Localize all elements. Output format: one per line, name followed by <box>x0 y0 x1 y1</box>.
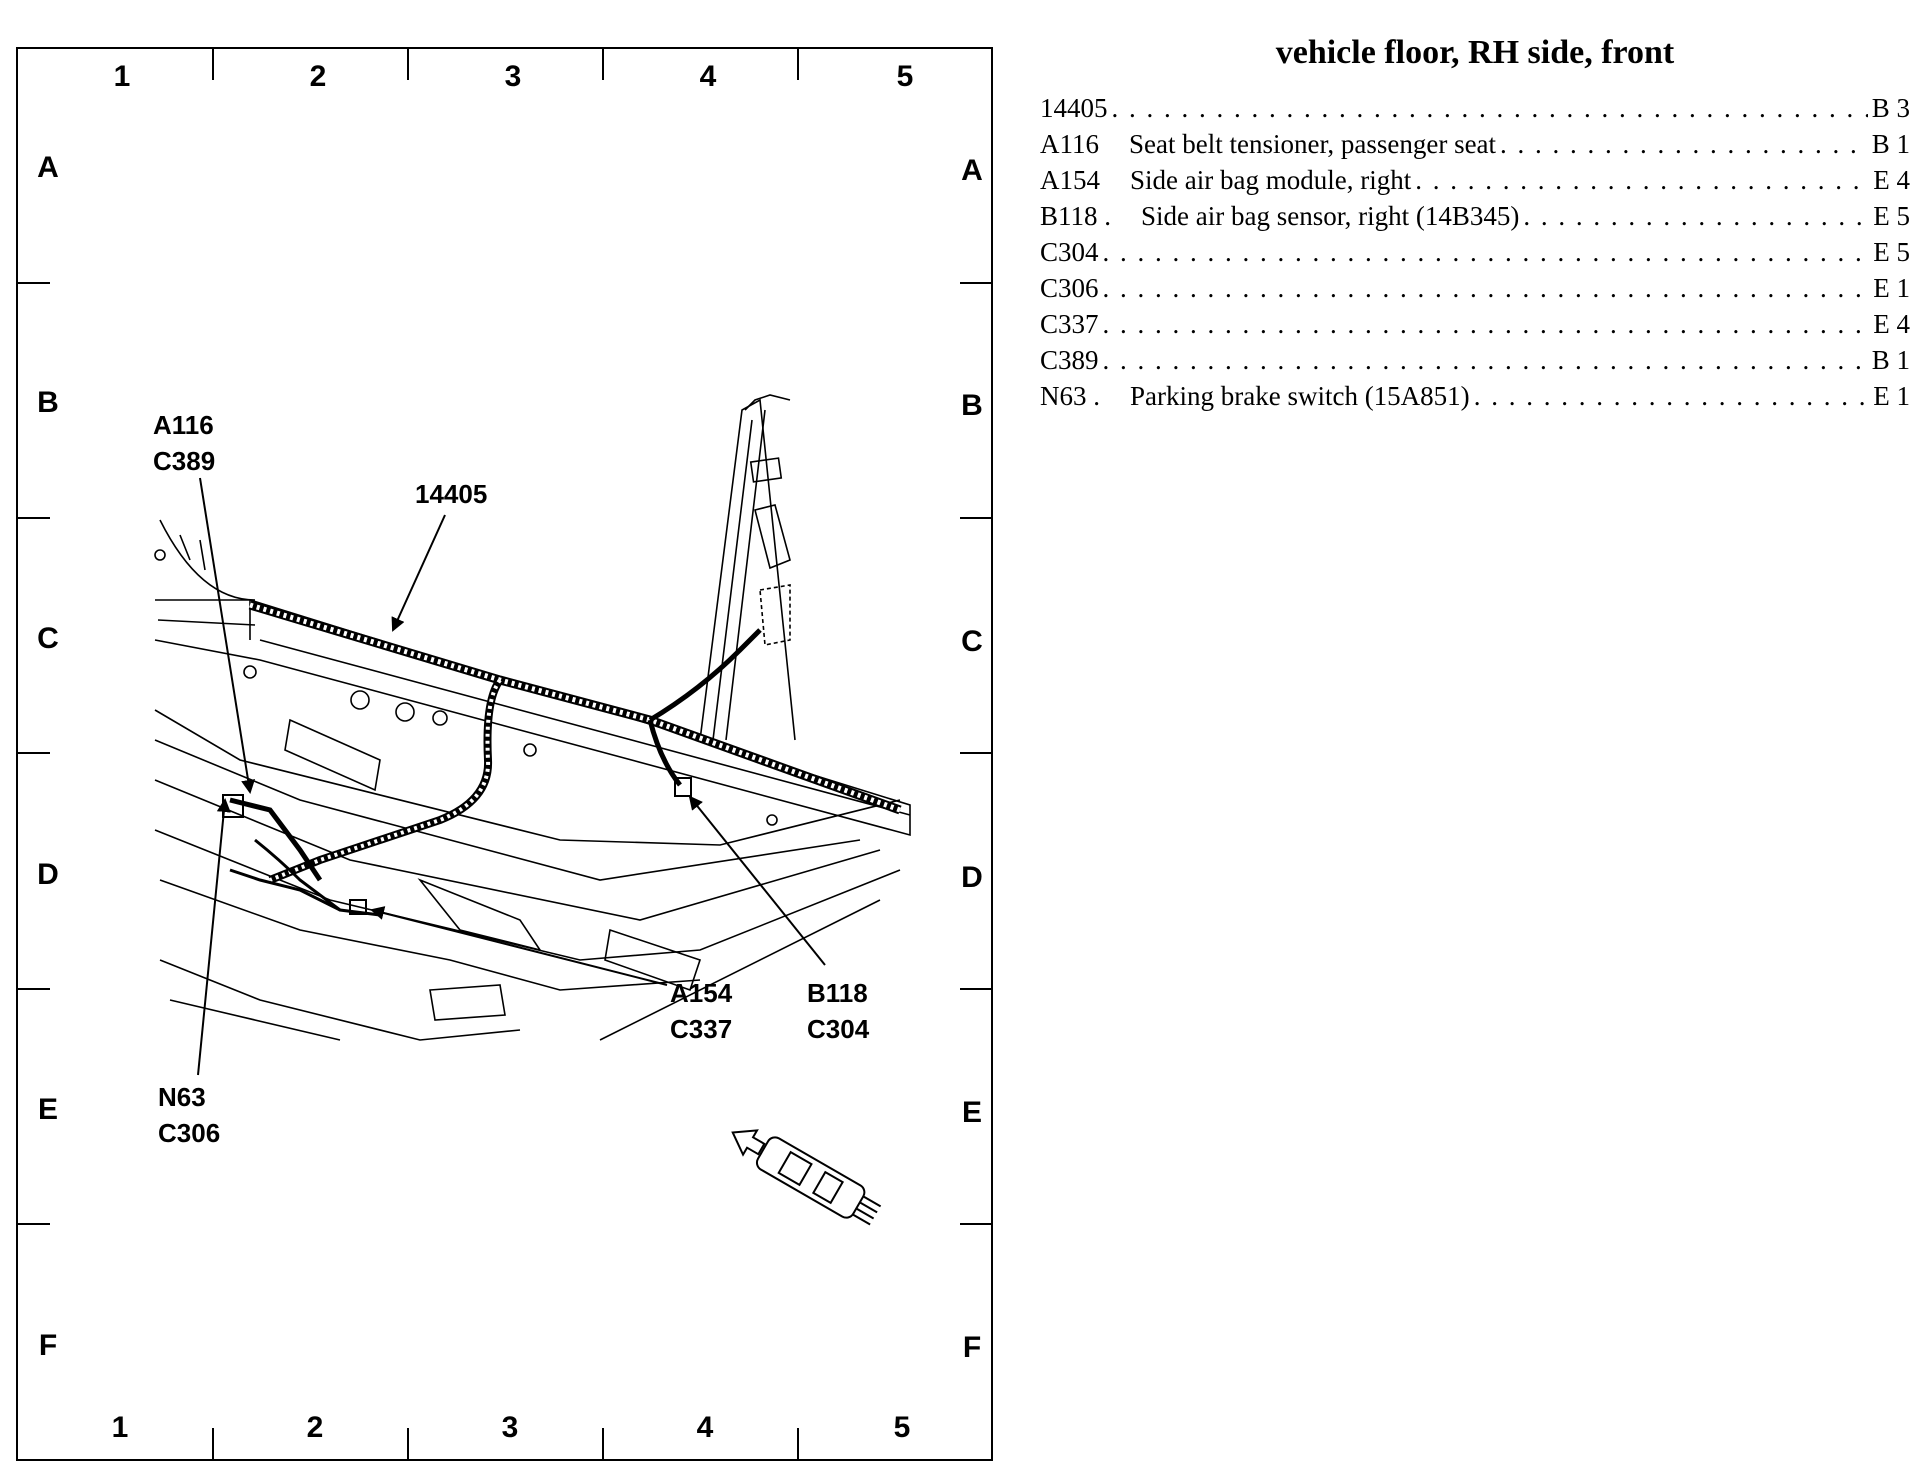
col-label-bottom-1: 1 <box>112 1411 129 1444</box>
callout-c389: C389 <box>153 446 215 476</box>
legend-row: N63 . Parking brake switch (15A851) E 1 <box>1040 378 1910 414</box>
legend-code: C304 <box>1040 237 1099 267</box>
row-label-right-a: A <box>961 154 983 187</box>
legend-row: C306 E 1 <box>1040 270 1910 306</box>
col-label-top-1: 1 <box>114 60 131 93</box>
legend-grid-location: B 3 <box>1871 93 1910 123</box>
legend-description: Side air bag sensor, right (14B345) <box>1141 201 1520 231</box>
legend-code: A116 <box>1040 129 1099 159</box>
component-legend-panel: vehicle floor, RH side, front 14405B 3A1… <box>1040 34 1910 414</box>
component-legend: 14405 B 3 A116 Seat belt tensioner, passeng… <box>1040 90 1910 414</box>
callout-14405: 14405 <box>415 479 487 509</box>
col-label-bottom-4: 4 <box>697 1411 714 1444</box>
vehicle-floor-illustration <box>154 394 911 1041</box>
callout-n63: N63 <box>158 1082 206 1112</box>
legend-leader-dots <box>1474 378 1870 414</box>
row-label-left-f: F <box>39 1329 57 1362</box>
legend-code: C337 <box>1040 309 1099 339</box>
row-label-left-d: D <box>37 858 59 891</box>
legend-description: Seat belt tensioner, passenger seat <box>1129 129 1497 159</box>
legend-description: Parking brake switch (15A851) <box>1130 381 1470 411</box>
wiring-harness-14405 <box>229 600 902 917</box>
legend-grid-location: E 1 <box>1873 273 1910 303</box>
row-label-right-b: B <box>961 389 983 422</box>
col-label-bottom-2: 2 <box>307 1411 324 1444</box>
callout-a154: A154 <box>670 978 733 1008</box>
legend-grid-location: B 1 <box>1871 345 1910 375</box>
leader-14405 <box>391 514 446 632</box>
legend-row: C337 E 4 <box>1040 306 1910 342</box>
legend-code: C306 <box>1040 273 1099 303</box>
leader-a116-c389 <box>199 477 256 794</box>
legend-code: 14405 <box>1040 93 1108 123</box>
legend-grid-location: E 5 <box>1873 237 1910 267</box>
legend-grid-location: E 4 <box>1873 309 1910 339</box>
col-label-top-4: 4 <box>700 60 717 93</box>
bottom-column-ticks <box>212 1428 799 1460</box>
page-title: vehicle floor, RH side, front <box>1275 34 1675 71</box>
top-column-ticks <box>212 48 799 80</box>
legend-row: C389 B 1 <box>1040 342 1910 378</box>
legend-code: B118 . <box>1040 201 1112 231</box>
legend-leader-dots <box>1523 198 1869 234</box>
col-label-top-5: 5 <box>897 60 914 93</box>
legend-code: N63 . <box>1040 381 1100 411</box>
legend-description: Side air bag module, right <box>1130 165 1412 195</box>
legend-grid-location: B 1 <box>1871 129 1910 159</box>
col-label-bottom-3: 3 <box>502 1411 519 1444</box>
row-label-right-d: D <box>961 861 983 894</box>
legend-code: A154 <box>1040 165 1100 195</box>
callout-a116: A116 <box>153 410 214 440</box>
row-label-right-c: C <box>961 625 983 658</box>
right-row-ticks <box>960 282 992 1225</box>
leader-a154-c337 <box>370 906 668 986</box>
legend-code: C389 <box>1040 345 1099 375</box>
col-label-bottom-5: 5 <box>894 1411 911 1444</box>
callout-c304: C304 <box>807 1014 870 1044</box>
leader-n63-c306 <box>197 798 231 1076</box>
callout-b118: B118 <box>807 978 868 1008</box>
leader-lines <box>197 477 826 1076</box>
legend-row: A154 Side air bag module, right E 4 <box>1040 162 1910 198</box>
row-label-left-a: A <box>37 151 59 184</box>
legend-row: A116 Seat belt tensioner, passenger seat B… <box>1040 126 1910 162</box>
col-label-top-2: 2 <box>310 60 327 93</box>
legend-leader-dots <box>1112 90 1868 126</box>
legend-leader-dots <box>1103 306 1870 342</box>
col-label-top-3: 3 <box>505 60 522 93</box>
left-row-ticks <box>17 282 50 1225</box>
diagram-frame <box>16 47 993 1461</box>
legend-leader-dots <box>1103 342 1868 378</box>
legend-leader-dots <box>1103 270 1870 306</box>
row-label-left-b: B <box>37 386 59 419</box>
vehicle-direction-icon <box>731 1129 882 1226</box>
callout-c306: C306 <box>158 1118 220 1148</box>
legend-row: 14405 B 3 <box>1040 90 1910 126</box>
legend-row: B118 . Side air bag sensor, right (14B345… <box>1040 198 1910 234</box>
legend-leader-dots <box>1103 234 1870 270</box>
row-label-right-e: E <box>962 1096 982 1129</box>
leader-b118-c304 <box>688 795 826 966</box>
legend-grid-location: E 4 <box>1873 165 1910 195</box>
legend-row: C304 E 5 <box>1040 234 1910 270</box>
row-label-left-c: C <box>37 622 59 655</box>
legend-grid-location: E 1 <box>1873 381 1910 411</box>
legend-leader-dots <box>1415 162 1869 198</box>
locator-diagram: 1 2 3 4 5 1 2 3 4 5 A B C D E F A B C D … <box>16 47 993 1461</box>
legend-leader-dots <box>1500 126 1868 162</box>
row-label-right-f: F <box>963 1331 981 1364</box>
row-label-left-e: E <box>38 1093 58 1126</box>
callout-c337: C337 <box>670 1014 732 1044</box>
legend-grid-location: E 5 <box>1873 201 1910 231</box>
connectors <box>222 777 692 915</box>
